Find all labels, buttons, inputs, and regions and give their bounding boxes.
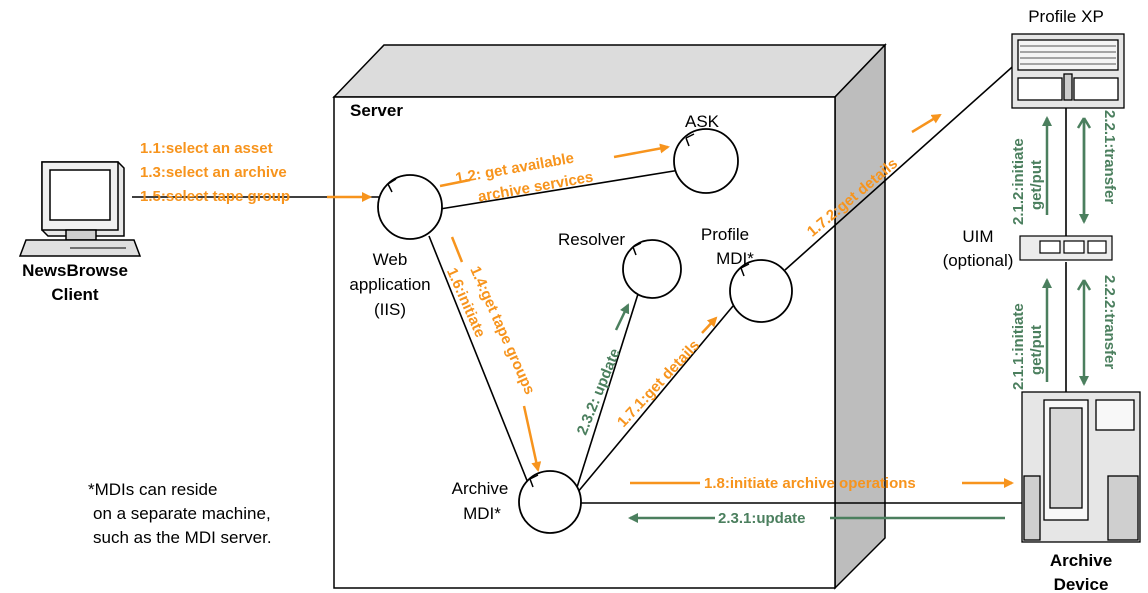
server-box	[332, 43, 887, 590]
archive-mdi-label-1: Archive	[452, 479, 509, 498]
flow-2-1-1-line2: get/put	[1028, 325, 1045, 375]
web-app-node	[377, 174, 443, 240]
web-app-label-2: application	[349, 275, 430, 294]
archive-mdi-node	[518, 470, 582, 534]
profile-mdi-node	[729, 259, 793, 323]
web-app-label-1: Web	[373, 250, 408, 269]
flow-2-1-2-line1: 2.1.2:initiate	[1010, 138, 1027, 225]
uim-device-icon	[1019, 235, 1113, 261]
client-label-2: Client	[51, 285, 99, 304]
archive-device-icon	[1021, 391, 1141, 543]
resolver-node	[622, 239, 682, 299]
note-line-1: *MDIs can reside	[88, 480, 217, 499]
flow-1-8: 1.8:initiate archive operations	[704, 475, 916, 492]
note-line-3: such as the MDI server.	[93, 528, 272, 547]
process-ticks	[387, 133, 750, 488]
profile-xp-device-icon	[1011, 33, 1125, 109]
flow-2-1-1-line1: 2.1.1:initiate	[1010, 303, 1027, 390]
flow-2-3-1: 2.3.1:update	[718, 510, 806, 527]
orange-arrows	[327, 113, 1014, 488]
profile-mdi-label-1: Profile	[701, 225, 749, 244]
note-line-2: on a separate machine,	[93, 504, 271, 523]
flow-2-1-2-line2: get/put	[1028, 160, 1045, 210]
server-label: Server	[350, 101, 403, 120]
ask-label: ASK	[685, 112, 720, 131]
flow-2-2-1: 2.2.1:transfer	[1101, 110, 1118, 204]
flow-1-3: 1.3:select an archive	[140, 164, 287, 181]
client-label-1: NewsBrowse	[22, 261, 128, 280]
resolver-label: Resolver	[558, 230, 625, 249]
uim-label-2: (optional)	[943, 251, 1014, 270]
profile-mdi-label-2: MDI*	[716, 249, 754, 268]
flow-1-1: 1.1:select an asset	[140, 140, 273, 157]
flow-2-2-2: 2.2.2:transfer	[1101, 275, 1118, 369]
computer-icon	[18, 161, 142, 257]
archive-mdi-label-2: MDI*	[463, 504, 501, 523]
archive-device-label-2: Device	[1054, 575, 1109, 593]
green-arrows	[614, 116, 1092, 523]
profile-xp-label: Profile XP	[1028, 7, 1104, 26]
web-app-label-3: (IIS)	[374, 300, 406, 319]
archive-device-label-1: Archive	[1050, 551, 1112, 570]
flow-1-5: 1.5:select tape group	[140, 188, 290, 205]
ask-node	[673, 128, 739, 194]
uim-label-1: UIM	[962, 227, 993, 246]
